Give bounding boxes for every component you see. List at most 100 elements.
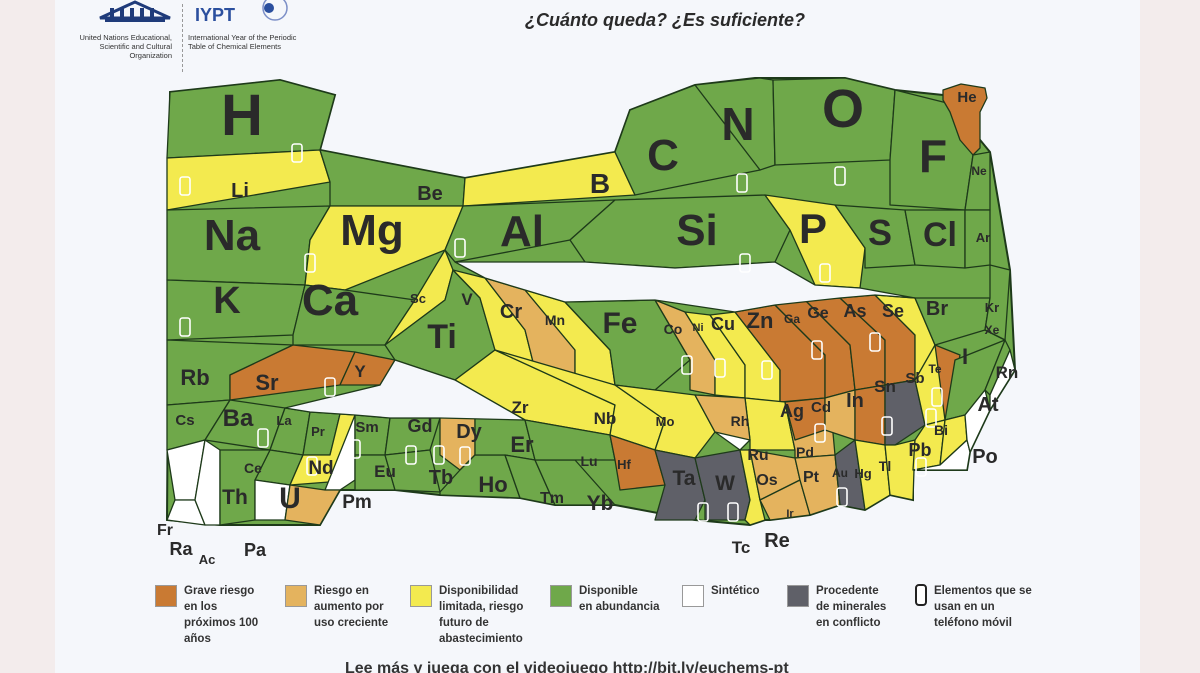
phone-icon [304, 253, 316, 273]
element-label-sb: Sb [905, 370, 924, 387]
phone-icon [869, 332, 881, 352]
element-label-ga: Ga [784, 312, 800, 326]
element-label-f: F [919, 130, 947, 182]
element-label-te: Te [928, 362, 941, 376]
element-label-c: C [647, 131, 679, 180]
footer-text: Lee más y juega con el videojuego http:/… [345, 660, 789, 673]
element-label-ra: Ra [169, 539, 193, 559]
element-label-lu: Lu [580, 453, 597, 469]
element-label-si: Si [676, 206, 718, 255]
phone-icon [761, 360, 773, 380]
phone-icon [727, 502, 739, 522]
element-label-er: Er [510, 432, 534, 457]
region-pt [794, 454, 841, 516]
phone-icon [257, 428, 269, 448]
element-label-y: Y [354, 362, 366, 381]
region-po [912, 439, 971, 471]
iypt-logo-word: IYPT [195, 5, 236, 25]
region-rn [989, 349, 1016, 411]
phone-icon [836, 487, 848, 507]
legend-label: Sintético [711, 585, 760, 597]
phone-icon [925, 408, 937, 428]
region-u [284, 484, 341, 526]
element-label-tb: Tb [429, 467, 453, 489]
legend-label: Elementos que se usan en un teléfono móv… [934, 585, 1032, 629]
phone-icon [881, 416, 893, 436]
region-rh [694, 394, 751, 441]
element-label-sc: Sc [410, 291, 426, 306]
element-label-ac: Ac [199, 552, 216, 567]
legend-item-conflicto: Procedente de minerales en conflicto [787, 583, 886, 631]
element-label-po: Po [972, 446, 998, 468]
element-label-yb: Yb [587, 492, 614, 515]
element-label-ba: Ba [223, 405, 254, 432]
region-s [834, 204, 916, 269]
element-label-se: Se [882, 301, 904, 321]
element-label-ca: Ca [302, 276, 359, 325]
legend-item-limitada: Disponibilidad limitada, riesgo futuro d… [410, 583, 523, 647]
legend-label: Riesgo en aumento por uso creciente [314, 585, 389, 629]
element-regions [165, 77, 1017, 527]
element-label-ar: Ar [976, 230, 990, 245]
phone-icon [433, 445, 445, 465]
element-label-ta: Ta [673, 467, 696, 490]
element-label-pr: Pr [311, 424, 325, 439]
legend-item-abundancia: Disponible en abundancia [550, 583, 660, 615]
legend-item-telefono: Elementos que se usan en un teléfono móv… [915, 583, 1032, 631]
element-label-ru: Ru [747, 447, 768, 464]
element-label-fr: Fr [157, 522, 173, 539]
element-label-rn: Rn [996, 363, 1019, 382]
phone-icon [814, 423, 826, 443]
element-label-la: La [276, 413, 292, 428]
element-label-zn: Zn [747, 308, 774, 333]
element-label-tl: Tl [879, 458, 891, 474]
element-label-cl: Cl [923, 216, 957, 254]
legend-swatch [155, 585, 177, 607]
element-label-b: B [590, 168, 610, 199]
element-label-cr: Cr [500, 301, 522, 323]
element-label-hf: Hf [617, 457, 631, 472]
element-label-mo: Mo [656, 414, 675, 429]
element-label-nd: Nd [308, 458, 333, 479]
element-label-h: H [221, 83, 263, 148]
element-label-w: W [715, 472, 735, 495]
element-label-i: I [962, 344, 968, 369]
legend-swatch [787, 585, 809, 607]
element-label-co: Co [664, 321, 683, 337]
element-label-sm: Sm [355, 419, 378, 436]
phone-icon [736, 173, 748, 193]
phone-icon [306, 456, 318, 476]
element-label-pt: Pt [803, 469, 820, 486]
element-label-tc: Tc [732, 538, 751, 557]
element-label-nb: Nb [594, 409, 617, 428]
element-label-xe: Xe [985, 323, 1000, 337]
phone-icon [459, 446, 471, 466]
element-label-ge: Ge [807, 305, 828, 322]
element-label-ti: Ti [427, 318, 457, 356]
element-label-al: Al [500, 207, 544, 256]
element-label-he: He [957, 89, 976, 106]
region-al [444, 199, 616, 263]
region-h [166, 79, 336, 159]
infographic-page: United Nations Educational, Scientific a… [55, 0, 1140, 673]
element-label-rb: Rb [180, 365, 209, 390]
element-label-ne: Ne [971, 164, 987, 178]
iypt-globe-icon [262, 0, 288, 21]
legend-label: Disponibilidad limitada, riesgo futuro d… [439, 585, 524, 645]
element-label-os: Os [756, 472, 777, 489]
legend-item-sintetico: Sintético [682, 583, 760, 607]
element-label-mn: Mn [545, 312, 565, 328]
legend-swatch [550, 585, 572, 607]
element-label-pb: Pb [908, 440, 931, 460]
page-title: ¿Cuánto queda? ¿Es suficiente? [525, 10, 806, 30]
element-label-na: Na [204, 211, 261, 260]
element-label-v: V [461, 290, 473, 309]
phone-icon [324, 377, 336, 397]
element-label-zr: Zr [512, 398, 529, 417]
phone-icon [681, 355, 693, 375]
phone-icon [915, 584, 927, 606]
element-label-tm: Tm [540, 490, 564, 507]
phone-icon [405, 445, 417, 465]
